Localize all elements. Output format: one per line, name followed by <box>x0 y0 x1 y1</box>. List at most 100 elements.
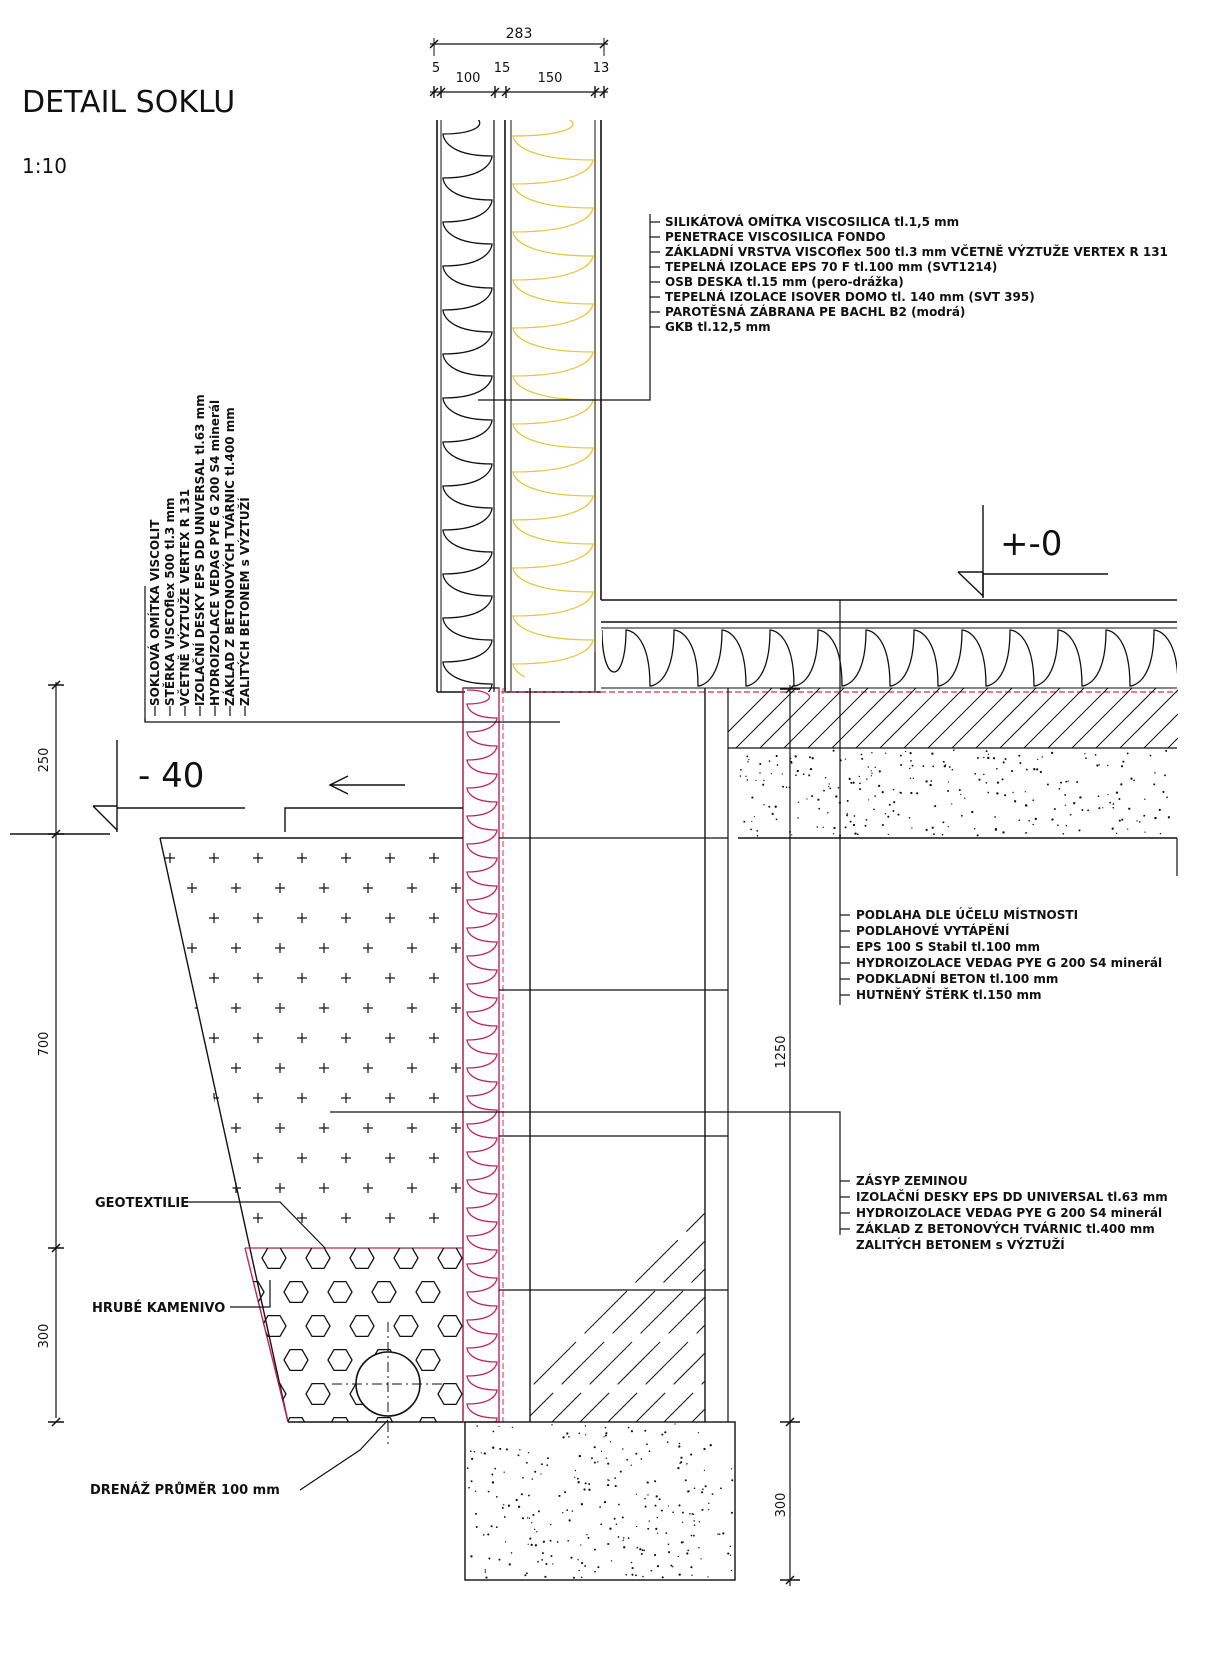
aggregate-dot <box>609 1527 612 1530</box>
aggregate-dot <box>540 1473 542 1475</box>
aggregate-dot <box>1118 819 1121 822</box>
aggregate-dot <box>964 797 966 799</box>
aggregate-dot <box>503 1471 505 1473</box>
foundation-layer-3: HYDROIZOLACE VEDAG PYE G 200 S4 minerál <box>856 1206 1162 1220</box>
aggregate-dot <box>545 1562 548 1566</box>
aggregate-dot <box>646 1443 648 1446</box>
aggregate-dot <box>709 1444 712 1447</box>
aggregate-dot <box>690 1534 693 1537</box>
aggregate-dot <box>828 783 830 785</box>
aggregate-dot <box>1112 806 1115 809</box>
aggregate-dot <box>562 1436 565 1439</box>
drawing-title: DETAIL SOKLU <box>22 85 235 120</box>
aggregate-dot <box>537 1510 540 1513</box>
label-drain: DRENÁŽ PRŮMĚR 100 mm <box>90 1482 280 1498</box>
insulation-coil <box>466 689 498 1422</box>
aggregate-dot <box>1159 832 1162 835</box>
aggregate-dot <box>727 1552 730 1555</box>
aggregate-dot <box>1098 764 1100 766</box>
aggregate-dot <box>776 764 779 766</box>
aggregate-dot <box>730 1569 733 1572</box>
aggregate-dot <box>487 1533 490 1536</box>
aggregate-dot <box>1102 807 1104 809</box>
aggregate-dot <box>549 1539 552 1542</box>
aggregate-dot <box>527 1494 530 1497</box>
aggregate-dot <box>818 807 821 810</box>
aggregate-dot <box>643 1549 645 1552</box>
aggregate-dot <box>580 1576 583 1578</box>
aggregate-dot <box>654 1504 657 1507</box>
aggregate-dot <box>566 1432 569 1435</box>
gravel-stone <box>327 1416 353 1422</box>
aggregate-dot <box>648 1520 650 1522</box>
aggregate-dot <box>806 798 808 800</box>
aggregate-dot <box>584 1482 587 1485</box>
aggregate-dot <box>647 1527 650 1530</box>
aggregate-dot <box>630 1464 633 1466</box>
aggregate-dot <box>1011 770 1014 773</box>
aggregate-dot <box>684 1479 687 1482</box>
aggregate-dot <box>1120 783 1123 786</box>
aggregate-dot <box>583 1488 586 1491</box>
aggregate-dot <box>499 1447 502 1450</box>
aggregate-dot <box>609 1441 612 1443</box>
aggregate-dot <box>666 1441 669 1443</box>
aggregate-dot <box>770 773 773 775</box>
aggregate-dot <box>656 1516 658 1519</box>
aggregate-dot <box>678 1504 681 1507</box>
aggregate-dot <box>1034 817 1037 821</box>
aggregate-dot <box>701 1508 704 1511</box>
aggregate-dot <box>905 750 907 753</box>
aggregate-dot <box>642 1575 644 1578</box>
hatch-line <box>999 688 1061 748</box>
wall-layer-2: PENETRACE VISCOSILICA FONDO <box>665 230 886 244</box>
aggregate-dot <box>1164 774 1166 777</box>
aggregate-dot <box>578 1432 581 1435</box>
aggregate-dot <box>960 814 963 817</box>
aggregate-dot <box>584 1565 587 1567</box>
hatch-line <box>1170 688 1214 1588</box>
aggregate-dot <box>1053 808 1056 810</box>
aggregate-dot <box>636 1525 638 1528</box>
aggregate-dot <box>910 760 912 762</box>
aggregate-dot <box>877 784 881 788</box>
aggregate-dot <box>1025 832 1028 834</box>
gravel-stone <box>283 1280 309 1304</box>
aggregate-dot <box>556 1541 559 1543</box>
hatch-line <box>951 688 1013 748</box>
floor-layer-6: HUTNĚNÝ ŠTĚRK tl.150 mm <box>856 987 1042 1002</box>
aggregate-dot <box>597 1566 600 1569</box>
aggregate-dot <box>492 1446 495 1449</box>
dim-right-1250: 1250 <box>774 1035 789 1068</box>
hatch-line <box>1143 713 1178 748</box>
aggregate-dot <box>1098 807 1101 810</box>
aggregate-dot <box>693 1487 696 1490</box>
backfill <box>10 833 463 1444</box>
aggregate-dot <box>797 801 800 804</box>
aggregate-dot <box>550 1555 553 1558</box>
aggregate-dot <box>511 1426 514 1429</box>
aggregate-dot <box>680 1461 683 1464</box>
aggregate-dot <box>533 1528 536 1531</box>
aggregate-dot <box>846 799 849 802</box>
aggregate-dot <box>605 1457 608 1459</box>
aggregate-dot <box>570 1556 573 1559</box>
aggregate-dot <box>567 1539 570 1542</box>
aggregate-dot <box>1065 824 1068 827</box>
aggregate-dot <box>707 1576 709 1578</box>
hatch-line <box>722 688 1214 1588</box>
hatch-line <box>607 1324 705 1422</box>
hatch-line <box>1142 688 1214 1588</box>
gravel-stone <box>415 1416 441 1422</box>
wall-layer-3: ZÁKLADNÍ VRSTVA VISCOflex 500 tl.3 mm VČ… <box>665 244 1168 259</box>
aggregate-dot <box>746 779 749 781</box>
aggregate-dot <box>809 756 811 759</box>
aggregate-dot <box>951 768 954 771</box>
hatch-line <box>1023 688 1085 748</box>
aggregate-dot <box>681 1511 684 1514</box>
dim-150: 150 <box>538 71 563 86</box>
aggregate-dot <box>577 1559 579 1561</box>
aggregate-dot <box>1107 764 1109 767</box>
aggregate-dot <box>597 1461 599 1463</box>
aggregate-dot <box>1060 781 1062 784</box>
